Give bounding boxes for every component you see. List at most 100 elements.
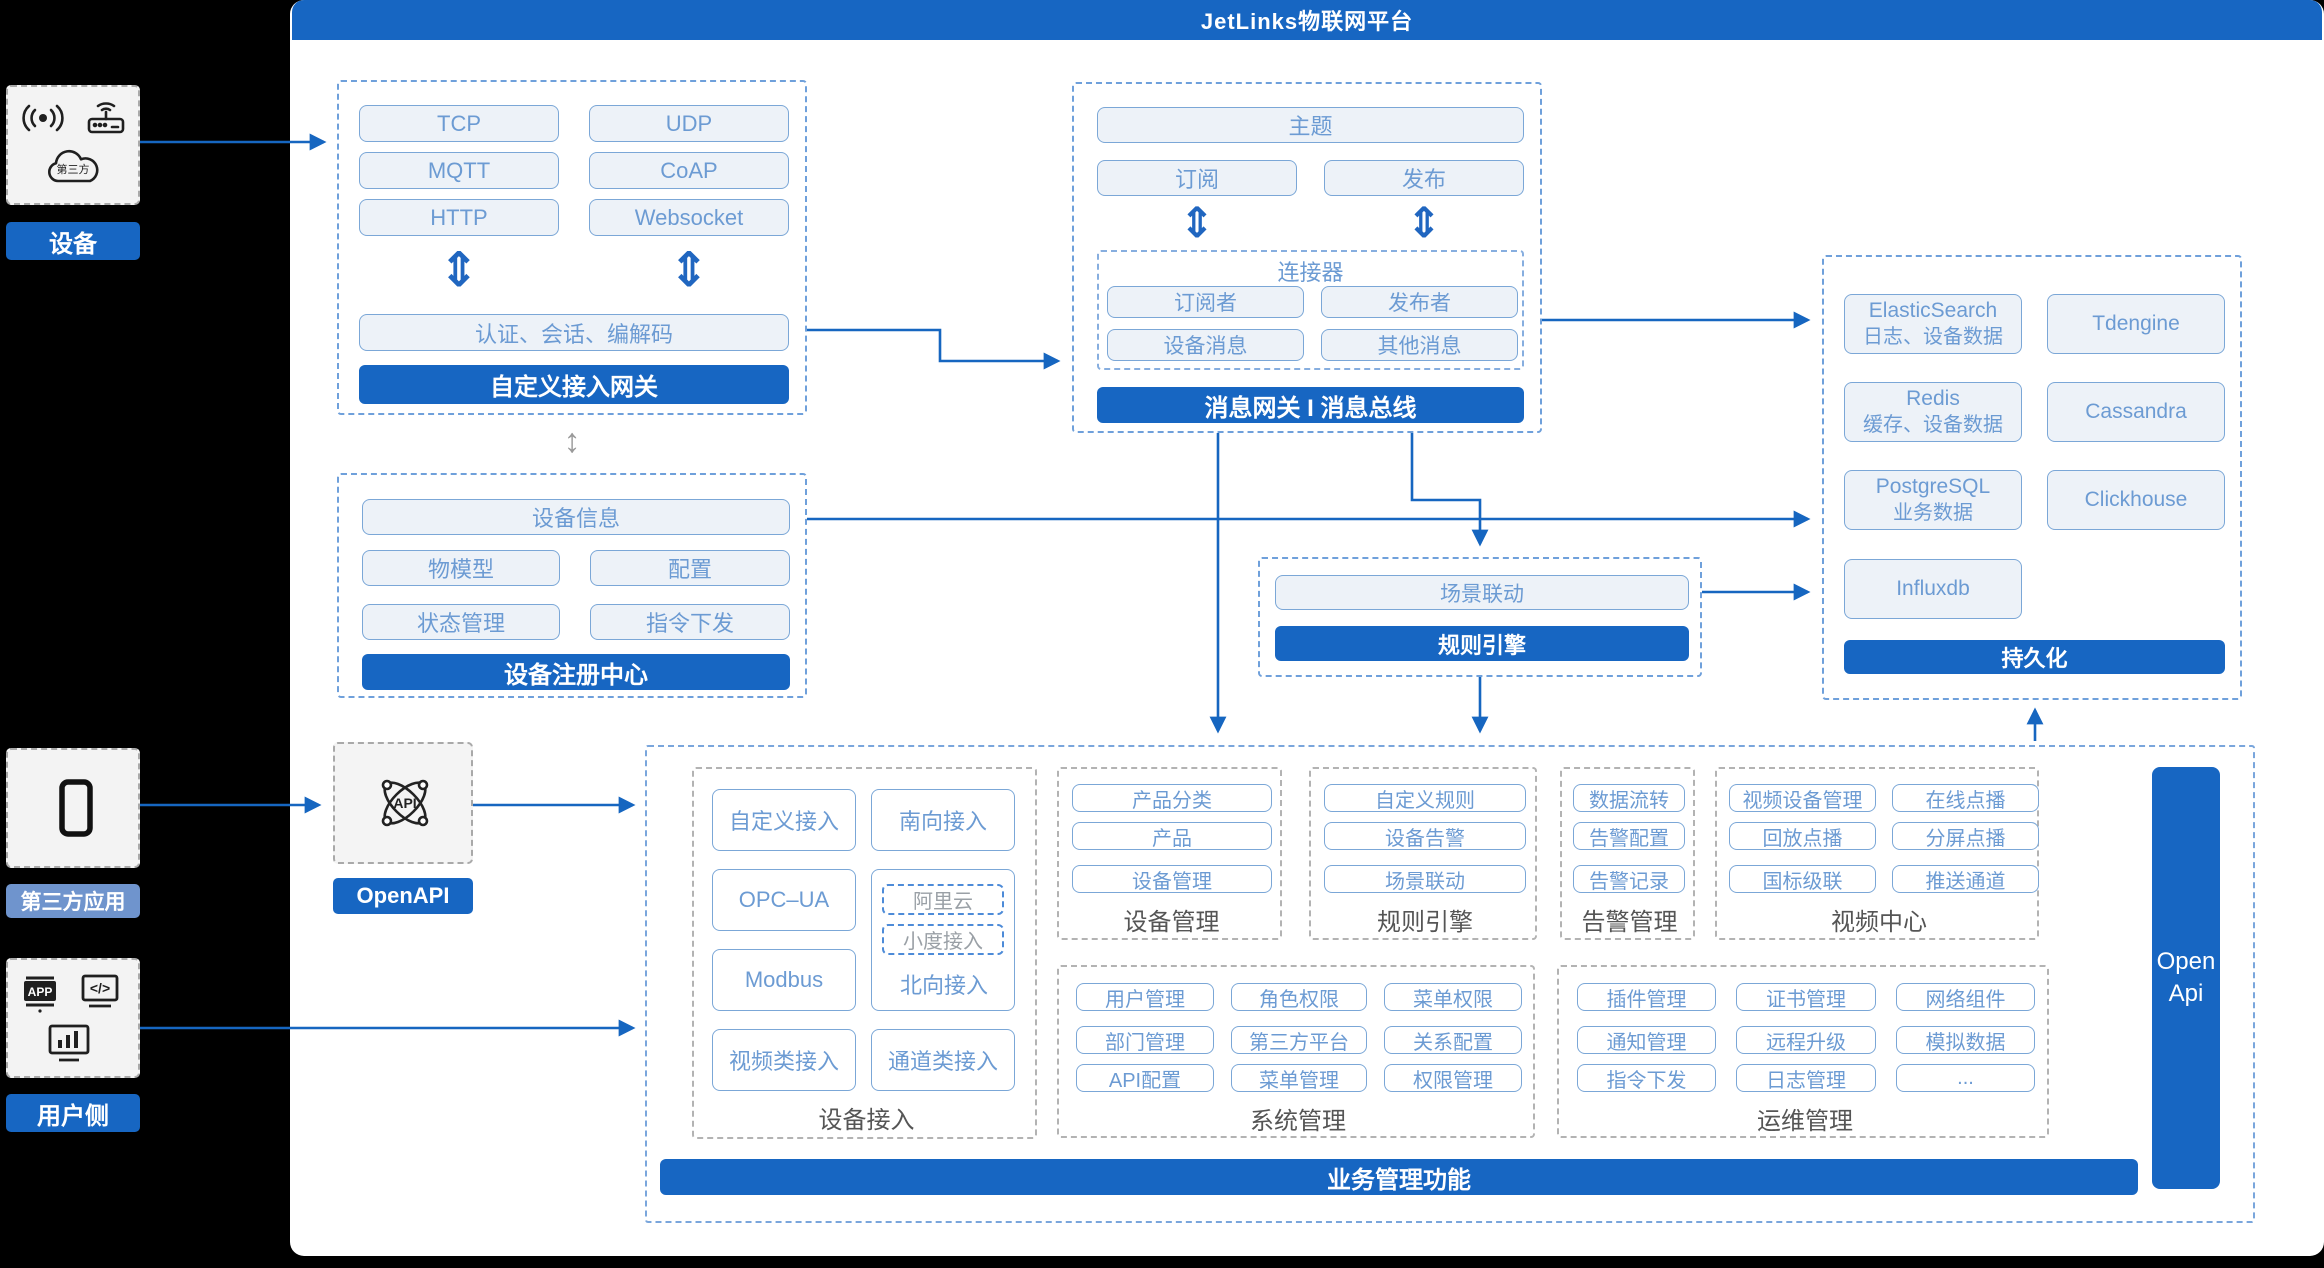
split-screen-pill: 分屏点播 xyxy=(1892,822,2039,850)
third-party-cloud-icon: 第三方 xyxy=(44,145,106,194)
video-section: 视频设备管理 在线点播 回放点播 分屏点播 国标级联 推送通道 视频中心 xyxy=(1715,767,2039,940)
custom-gateway-box: TCP UDP MQTT CoAP HTTP Websocket ⇕ ⇕ 认证、… xyxy=(337,80,807,415)
router-icon xyxy=(84,95,128,142)
subscriber-pill: 订阅者 xyxy=(1107,286,1304,318)
rule-engine-label: 规则引擎 xyxy=(1377,908,1473,936)
gb-cascade-pill: 国标级联 xyxy=(1729,865,1876,893)
northbound-group: 阿里云 小度接入 北向接入 xyxy=(871,869,1015,1011)
mock-data-pill: 模拟数据 xyxy=(1896,1026,2035,1054)
svg-text:</>: </> xyxy=(90,980,110,996)
push-channel-pill: 推送通道 xyxy=(1892,865,2039,893)
network-comp-pill: 网络组件 xyxy=(1896,983,2035,1011)
gray-updown-arrow-icon: ↕ xyxy=(563,422,581,460)
protocol-pill-coap: CoAP xyxy=(589,152,789,189)
northbound-label: 北向接入 xyxy=(899,973,988,998)
device-mgmt-section: 产品分类 产品 设备管理 设备管理 xyxy=(1057,767,1282,940)
topic-pill: 主题 xyxy=(1097,107,1524,143)
channel-access-pill: 通道类接入 xyxy=(871,1029,1015,1091)
alarm-label: 告警管理 xyxy=(1581,908,1678,936)
alarm-section: 数据流转 告警配置 告警记录 告警管理 xyxy=(1560,767,1695,940)
more-pill: ... xyxy=(1896,1064,2035,1092)
perm-mgmt-pill: 权限管理 xyxy=(1384,1064,1522,1092)
svg-text:APP: APP xyxy=(28,985,53,999)
wireless-signal-icon xyxy=(20,103,66,138)
protocol-pill-tcp: TCP xyxy=(359,105,559,142)
device-alarm-pill: 设备告警 xyxy=(1324,822,1526,850)
alarm-config-pill: 告警配置 xyxy=(1573,822,1685,850)
api-atom-icon: API xyxy=(373,771,437,840)
device-sources-box: 第三方 xyxy=(6,85,140,205)
message-gateway-box: 主题 订阅 发布 ⇕ ⇕ 连接器 订阅者 发布者 设备消息 其他消息 消息网关 … xyxy=(1072,82,1542,433)
open-api-bar: Open Api xyxy=(2152,767,2220,1189)
remote-upgrade-pill: 远程升级 xyxy=(1736,1026,1876,1054)
elasticsearch-cell: ElasticSearch 日志、设备数据 xyxy=(1844,294,2022,354)
state-mgmt-pill: 状态管理 xyxy=(362,604,560,640)
updown-double-arrow-icon: ⇕ xyxy=(1179,199,1215,246)
command-send-pill: 指令下发 xyxy=(1577,1064,1716,1092)
dashboard-chart-icon xyxy=(44,1022,94,1073)
product-category-pill: 产品分类 xyxy=(1072,784,1272,812)
rule-engine-box: 场景联动 规则引擎 xyxy=(1258,557,1702,677)
device-access-label: 设备接入 xyxy=(818,1106,915,1134)
menu-perm-pill: 菜单权限 xyxy=(1384,983,1522,1011)
device-registry-box: 设备信息 物模型 配置 状态管理 指令下发 设备注册中心 xyxy=(337,473,807,698)
subscribe-pill: 订阅 xyxy=(1097,160,1297,196)
device-side-label: 设备 xyxy=(6,222,140,260)
device-mgmt-label: 设备管理 xyxy=(1123,908,1220,936)
rule-engine-bar: 规则引擎 xyxy=(1275,626,1689,661)
third-party-side-label: 第三方应用 xyxy=(6,884,140,918)
system-label: 系统管理 xyxy=(1250,1107,1346,1135)
third-party-app-box xyxy=(6,748,140,868)
protocol-pill-udp: UDP xyxy=(589,105,789,142)
publish-pill: 发布 xyxy=(1324,160,1524,196)
updown-double-arrow-icon: ⇕ xyxy=(668,244,710,297)
redis-cell: Redis 缓存、设备数据 xyxy=(1844,382,2022,442)
connector-box: 连接器 订阅者 发布者 设备消息 其他消息 xyxy=(1097,250,1524,370)
ops-section: 插件管理 证书管理 网络组件 通知管理 远程升级 模拟数据 指令下发 日志管理 … xyxy=(1557,965,2049,1138)
video-access-pill: 视频类接入 xyxy=(712,1029,856,1091)
code-icon: </> xyxy=(78,972,122,1021)
device-info-pill: 设备信息 xyxy=(362,499,790,535)
svg-text:第三方: 第三方 xyxy=(57,162,90,176)
message-gateway-bar: 消息网关 I 消息总线 xyxy=(1097,387,1524,423)
modbus-pill: Modbus xyxy=(712,949,856,1011)
video-device-mgmt-pill: 视频设备管理 xyxy=(1729,784,1876,812)
business-box: 自定义接入 南向接入 OPC–UA Modbus 阿里云 小度接入 北向接入 视… xyxy=(645,745,2255,1223)
cert-mgmt-pill: 证书管理 xyxy=(1736,983,1876,1011)
custom-rule-pill: 自定义规则 xyxy=(1324,784,1526,812)
rule-engine-section: 自定义规则 设备告警 场景联动 规则引擎 xyxy=(1309,767,1537,940)
codec-pill: 认证、会话、编解码 xyxy=(359,314,789,351)
openapi-icon-box: API xyxy=(333,742,473,864)
persistence-box: ElasticSearch 日志、设备数据 Tdengine Redis 缓存、… xyxy=(1822,255,2242,700)
business-mgmt-bar: 业务管理功能 xyxy=(660,1159,2138,1195)
user-mgmt-pill: 用户管理 xyxy=(1076,983,1214,1011)
app-icon: APP xyxy=(18,972,62,1021)
log-mgmt-pill: 日志管理 xyxy=(1736,1064,1876,1092)
online-play-pill: 在线点播 xyxy=(1892,784,2039,812)
thing-model-pill: 物模型 xyxy=(362,550,560,586)
user-side-label: 用户侧 xyxy=(6,1094,140,1132)
scene-linkage-pill: 场景联动 xyxy=(1324,865,1526,893)
device-mgmt-pill: 设备管理 xyxy=(1072,865,1272,893)
custom-gateway-bar: 自定义接入网关 xyxy=(359,365,789,404)
scene-linkage-pill: 场景联动 xyxy=(1275,575,1689,610)
connector-title: 连接器 xyxy=(1277,260,1344,285)
device-message-pill: 设备消息 xyxy=(1107,329,1304,361)
third-platform-pill: 第三方平台 xyxy=(1231,1026,1367,1054)
xiaodu-pill: 小度接入 xyxy=(882,924,1004,955)
ops-label: 运维管理 xyxy=(1757,1107,1853,1135)
updown-double-arrow-icon: ⇕ xyxy=(438,244,480,297)
dept-mgmt-pill: 部门管理 xyxy=(1076,1026,1214,1054)
opc-ua-pill: OPC–UA xyxy=(712,869,856,931)
command-pill: 指令下发 xyxy=(590,604,790,640)
config-pill: 配置 xyxy=(590,550,790,586)
protocol-pill-http: HTTP xyxy=(359,199,559,236)
publisher-pill: 发布者 xyxy=(1321,286,1518,318)
system-section: 用户管理 角色权限 菜单权限 部门管理 第三方平台 关系配置 API配置 菜单管… xyxy=(1057,965,1535,1138)
clickhouse-cell: Clickhouse xyxy=(2047,470,2225,530)
user-side-box: APP </> xyxy=(6,958,140,1078)
notify-mgmt-pill: 通知管理 xyxy=(1577,1026,1716,1054)
video-label: 视频中心 xyxy=(1831,908,1927,936)
api-config-pill: API配置 xyxy=(1076,1064,1214,1092)
custom-access-pill: 自定义接入 xyxy=(712,789,856,851)
